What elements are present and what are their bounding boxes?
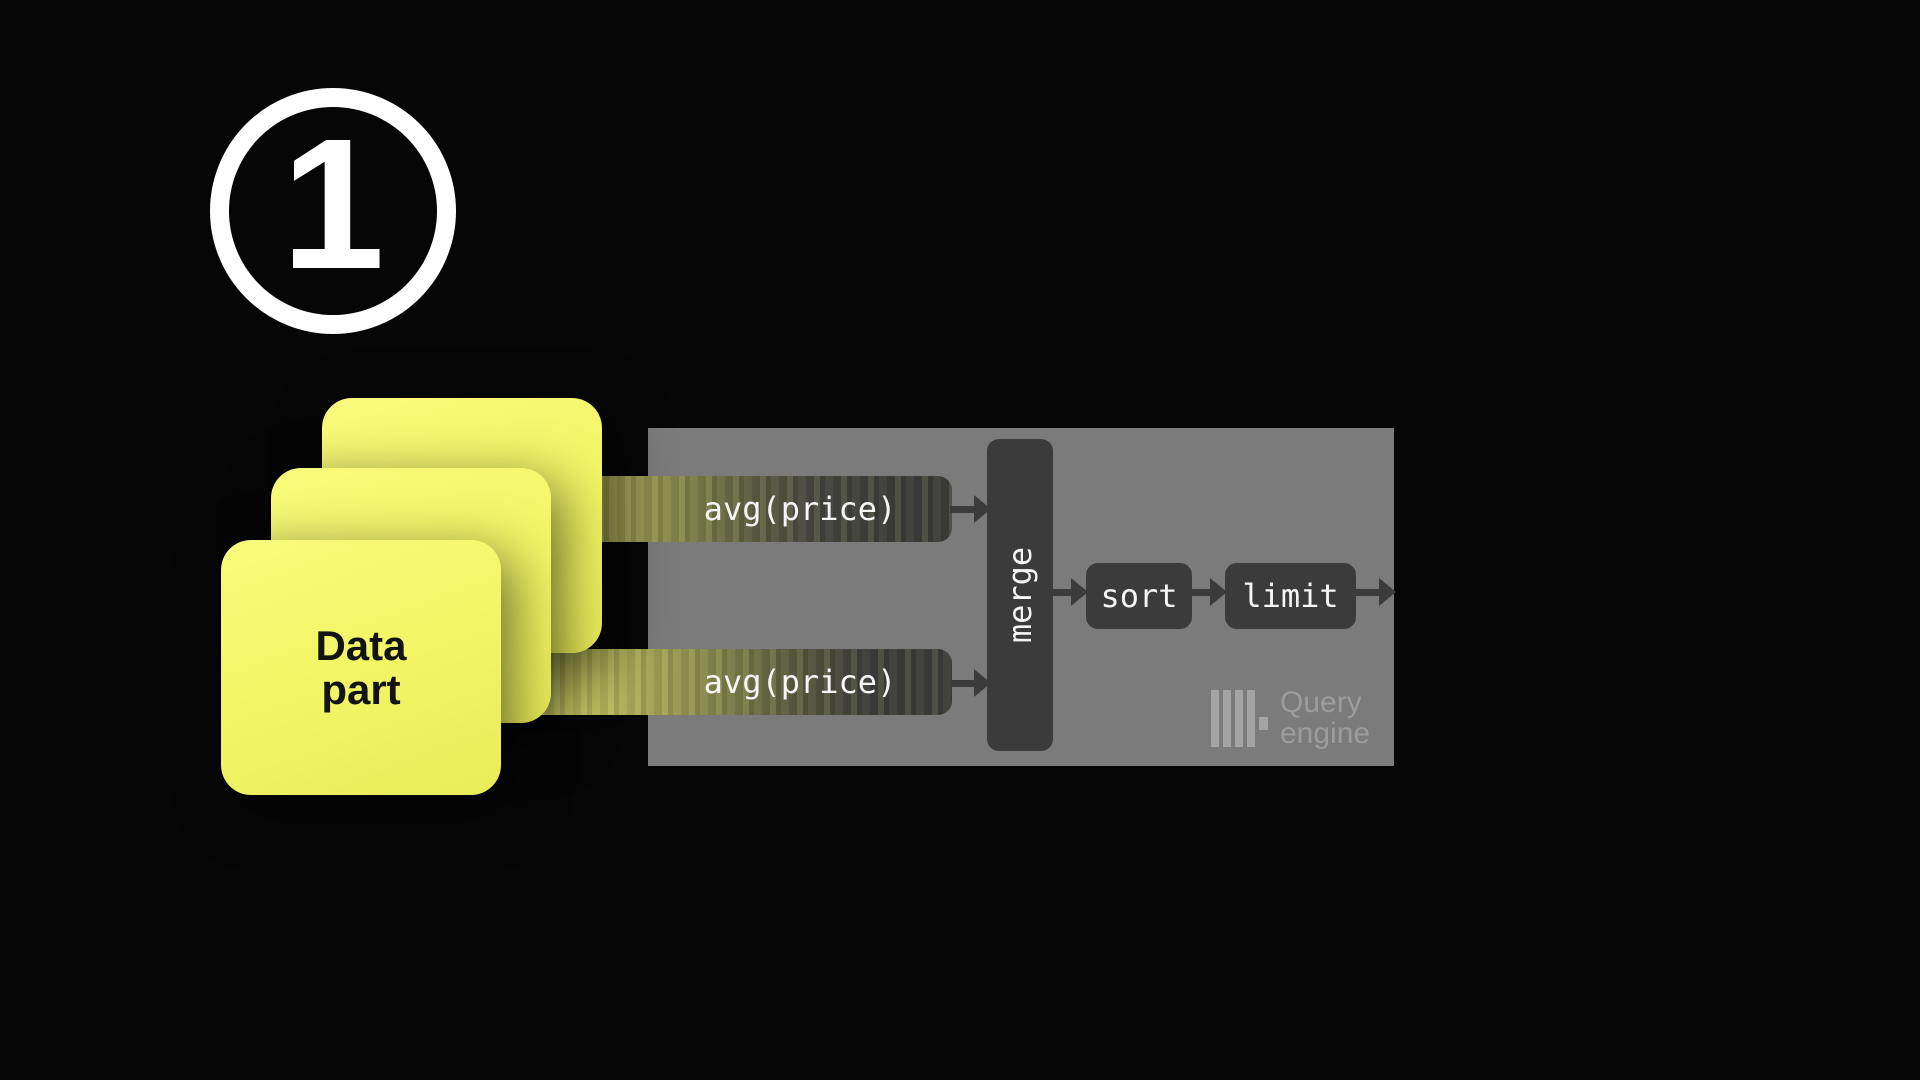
clickhouse-bars-icon (1211, 690, 1268, 747)
query-engine-brand: Query engine (1211, 687, 1370, 752)
arrow-head-icon (1210, 578, 1227, 606)
arrow-head-icon (1071, 578, 1088, 606)
query-engine-label-line2: engine (1280, 717, 1371, 750)
arrow-head-icon (974, 495, 991, 523)
limit-node-label: limit (1242, 577, 1339, 615)
arrow-limit-output (1354, 578, 1396, 606)
input-beam-top: avg(price) (598, 476, 952, 542)
arrow-shaft (1354, 588, 1379, 596)
arrow-shaft (950, 679, 974, 687)
merge-node-label: merge (1001, 546, 1040, 644)
arrow-sort-to-limit (1190, 578, 1227, 606)
query-engine-label-line1: Query (1280, 686, 1362, 719)
data-part-label-line1: Data (315, 621, 407, 669)
query-engine-label: Query engine (1280, 687, 1370, 749)
arrow-avg-bottom-to-merge (950, 669, 991, 697)
sort-node: sort (1086, 563, 1192, 629)
data-part-card-front: Data part (221, 540, 501, 795)
merge-node: merge (987, 439, 1053, 751)
avg-price-node-top: avg(price) (703, 490, 897, 528)
step-number-badge: 1 (210, 88, 456, 334)
arrow-shaft (950, 505, 974, 513)
avg-price-node-bottom: avg(price) (703, 663, 897, 701)
arrow-merge-to-sort (1051, 578, 1088, 606)
arrow-shaft (1051, 588, 1071, 596)
limit-node: limit (1225, 563, 1356, 629)
arrow-head-icon (1379, 578, 1396, 606)
input-beam-bottom: avg(price) (500, 649, 952, 715)
arrow-shaft (1190, 588, 1210, 596)
data-part-label-line2: part (321, 665, 401, 713)
step-number: 1 (281, 101, 385, 308)
arrow-avg-top-to-merge (950, 495, 991, 523)
sort-node-label: sort (1100, 577, 1178, 615)
arrow-head-icon (974, 669, 991, 697)
